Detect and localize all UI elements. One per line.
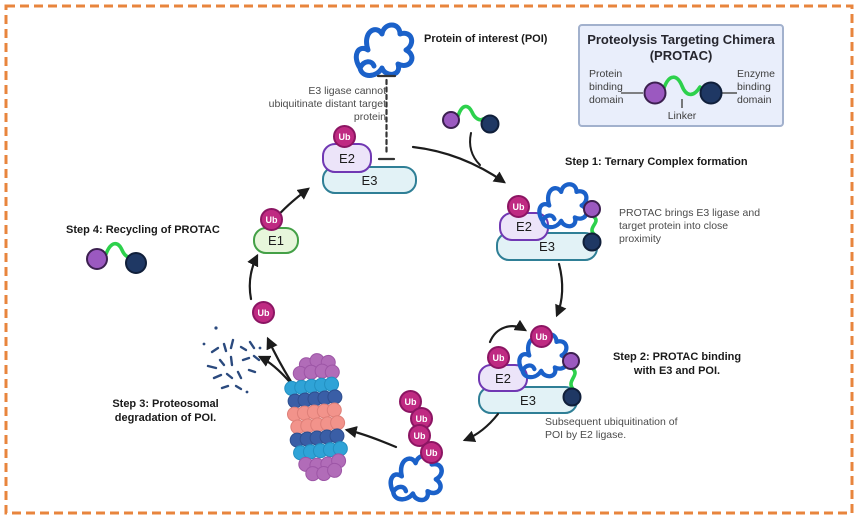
step2-title: Step 2: PROTAC binding with E3 and POI. [612,351,742,377]
step4-title: Step 4: Recycling of PROTAC [66,224,220,236]
e3-label: E3 [539,239,555,254]
legend-protac-molecule [621,75,737,108]
ub-circle-chain-3: Ub [408,424,431,447]
ub-label: Ub [425,447,438,458]
ub-label: Ub [404,396,417,407]
step3-title: Step 3: Proteosomal degradation of POI. [112,398,219,424]
ub-label: Ub [535,331,548,342]
ub-label: Ub [257,307,270,318]
e1-label: E1 [268,233,284,248]
arrow-to-ternary-complex [411,145,506,184]
protac-join-line [469,132,481,166]
legend-title: Proteolysis Targeting Chimera (PROTAC) [582,32,780,63]
ub-label: Ub [265,214,278,225]
arrow-ub-to-e1 [247,253,259,301]
ub-label: Ub [512,201,525,212]
inhibition-note: E3 ligase cannot ubiquitinate distant ta… [268,85,386,124]
arrow-step1-to-step2 [555,262,567,318]
legend-protein-binding-label: Protein binding domain [589,68,624,107]
protac-molecule-free [442,104,500,134]
ub-circle-free: Ub [252,301,275,324]
protac-in-step2 [562,352,582,407]
degraded-poi-fragments [202,326,262,394]
step2-description: Subsequent ubiquitination of POI by E2 l… [545,416,678,442]
ub-circle-step2-poi: Ub [530,325,553,348]
ub-label: Ub [415,413,428,424]
protac-legend-box [578,24,784,127]
step1-description: PROTAC brings E3 ligase and target prote… [619,207,761,246]
protac-in-step1 [582,200,602,252]
proteasome [284,353,348,482]
step1-title: Step 1: Ternary Complex formation [565,156,748,168]
e3-label: E3 [520,392,536,408]
legend-linker-label: Linker [667,110,697,122]
ub-circle-chain-4: Ub [420,441,443,464]
ub-circle-step1: Ub [507,195,530,218]
ub-label: Ub [338,131,351,142]
legend-title-line2: (PROTAC) [649,47,713,63]
ub-circle-step2-e2: Ub [487,346,510,369]
ub-circle-on-e1: Ub [260,208,283,231]
e2-label: E2 [495,370,511,386]
inhibition-connector [376,74,397,161]
legend-enzyme-binding-label: Enzyme binding domain [737,68,775,107]
arrow-polyub-to-proteasome [344,426,398,449]
ub-label: Ub [413,430,426,441]
arrow-ub-transfer [488,319,528,344]
poi-label: Protein of interest (POI) [424,33,548,45]
legend-title-line1: Proteolysis Targeting Chimera [587,32,775,47]
e3-label: E3 [361,172,378,188]
ub-label: Ub [492,352,505,363]
poi-protein-step1 [539,184,586,227]
poi-protein-top [356,25,412,76]
page-border [4,4,854,515]
protac-molecule-recycled [86,241,147,274]
e2-label: E2 [339,150,355,166]
ub-circle-top-complex: Ub [333,125,356,148]
e2-label: E2 [516,219,532,234]
arrow-step2-to-polyub [462,412,500,443]
